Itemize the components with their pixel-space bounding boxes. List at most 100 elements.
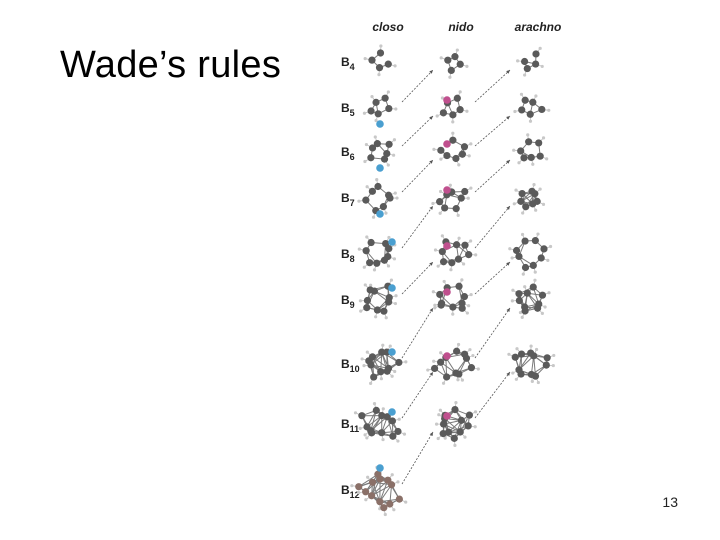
hydrogen-atom (402, 432, 407, 436)
boron-atom (454, 255, 463, 263)
boron-atom (368, 144, 377, 152)
boron-atom (458, 304, 466, 312)
boron-atom (444, 56, 452, 64)
hydrogen-atom (392, 257, 397, 261)
boron-atom (375, 64, 384, 72)
boron-atom (436, 198, 444, 206)
boron-atom (458, 299, 466, 307)
hydrogen-atom (469, 239, 473, 243)
arrowhead (429, 116, 433, 120)
boron-atom (518, 189, 526, 198)
boron-atom (523, 289, 531, 297)
hydrogen-atom (514, 188, 518, 192)
boron-atom (368, 187, 376, 195)
boron-atom (537, 254, 545, 262)
hydrogen-atom (456, 213, 460, 217)
arachno-b6-structure (512, 133, 549, 166)
boron-atom (527, 370, 536, 379)
boron-atom (451, 53, 459, 61)
hydrogen-atom (515, 347, 519, 351)
boron-atom (376, 49, 385, 57)
arachno-b5-structure (513, 92, 551, 123)
arachno-b7-structure (512, 183, 546, 215)
hydrogen-atom (435, 114, 439, 118)
hydrogen-atom (448, 75, 452, 79)
boron-atom (515, 366, 523, 374)
boron-atom (368, 478, 377, 486)
row-label-b7: B7 (341, 191, 355, 208)
hydrogen-atom (473, 425, 477, 429)
boron-atom (452, 205, 460, 213)
row-label-b11: B11 (341, 417, 359, 434)
hydrogen-atom (531, 162, 535, 166)
hydrogen-atom (370, 95, 374, 99)
hydrogen-atom (536, 232, 540, 236)
row-label-subscript: 8 (350, 254, 355, 264)
hydrogen-atom (379, 44, 383, 48)
boron-atom (453, 347, 461, 355)
boron-atom (453, 94, 461, 102)
boron-atom (523, 64, 531, 73)
hydrogen-atom (512, 202, 516, 206)
hydrogen-atom (439, 56, 443, 60)
boron-atom (455, 282, 463, 290)
boron-atom (448, 259, 456, 267)
hydrogen-atom (436, 436, 440, 441)
arrowhead (429, 262, 433, 266)
boron-atom (460, 143, 469, 151)
boron-atom (518, 106, 526, 114)
boron-atom (517, 197, 525, 205)
hydrogen-atom (455, 48, 459, 52)
highlighted-vertex (388, 408, 396, 416)
hydrogen-atom (529, 344, 533, 348)
hydrogen-atom (394, 294, 398, 298)
boron-atom (385, 244, 393, 253)
hydrogen-atom (511, 371, 515, 375)
boron-atom (447, 66, 455, 75)
highlighted-vertex (388, 238, 396, 246)
boron-atom (378, 348, 386, 356)
hydrogen-atom (438, 211, 442, 215)
boron-atom (542, 361, 550, 369)
hydrogen-atom (454, 401, 458, 405)
arrowhead (429, 432, 433, 436)
boron-atom (543, 354, 551, 362)
boron-atom (450, 434, 458, 442)
boron-atom (517, 350, 526, 358)
hydrogen-atom (534, 208, 538, 212)
hydrogen-atom (393, 369, 397, 374)
nido-b9-structure (431, 278, 473, 316)
column-header-nido: nido (448, 20, 473, 34)
highlighted-vertex (376, 120, 384, 128)
boron-atom (387, 481, 396, 489)
hydrogen-atom (520, 315, 524, 319)
hydrogen-atom (353, 411, 358, 415)
arrowhead (429, 206, 433, 210)
column-header-arachno: arachno (515, 20, 562, 34)
hydrogen-atom (458, 90, 462, 94)
boron-atom (449, 136, 457, 144)
boron-atom (456, 60, 464, 68)
hydrogen-atom (389, 278, 394, 282)
hydrogen-atom (438, 408, 442, 412)
hydrogen-atom (383, 512, 387, 517)
row-label-b10: B10 (341, 357, 360, 374)
row-label-base: B (341, 55, 350, 69)
boron-atom (374, 182, 382, 191)
boron-atom (441, 204, 449, 212)
boron-atom (385, 293, 393, 302)
boron-atom (529, 200, 537, 208)
hydrogen-atom (365, 185, 369, 189)
boron-atom (530, 352, 538, 360)
closo-b8-structure (357, 235, 397, 272)
boron-atom (439, 109, 448, 117)
column-header-closo: closo (372, 20, 403, 34)
boron-atom (527, 153, 535, 162)
boron-atom (538, 291, 547, 299)
hydrogen-atom (357, 491, 361, 495)
boron-atom (377, 368, 385, 376)
hydrogen-atom (469, 142, 473, 146)
arrowhead (506, 70, 510, 74)
row-label-base: B (341, 357, 350, 371)
hydrogen-atom (476, 367, 480, 371)
